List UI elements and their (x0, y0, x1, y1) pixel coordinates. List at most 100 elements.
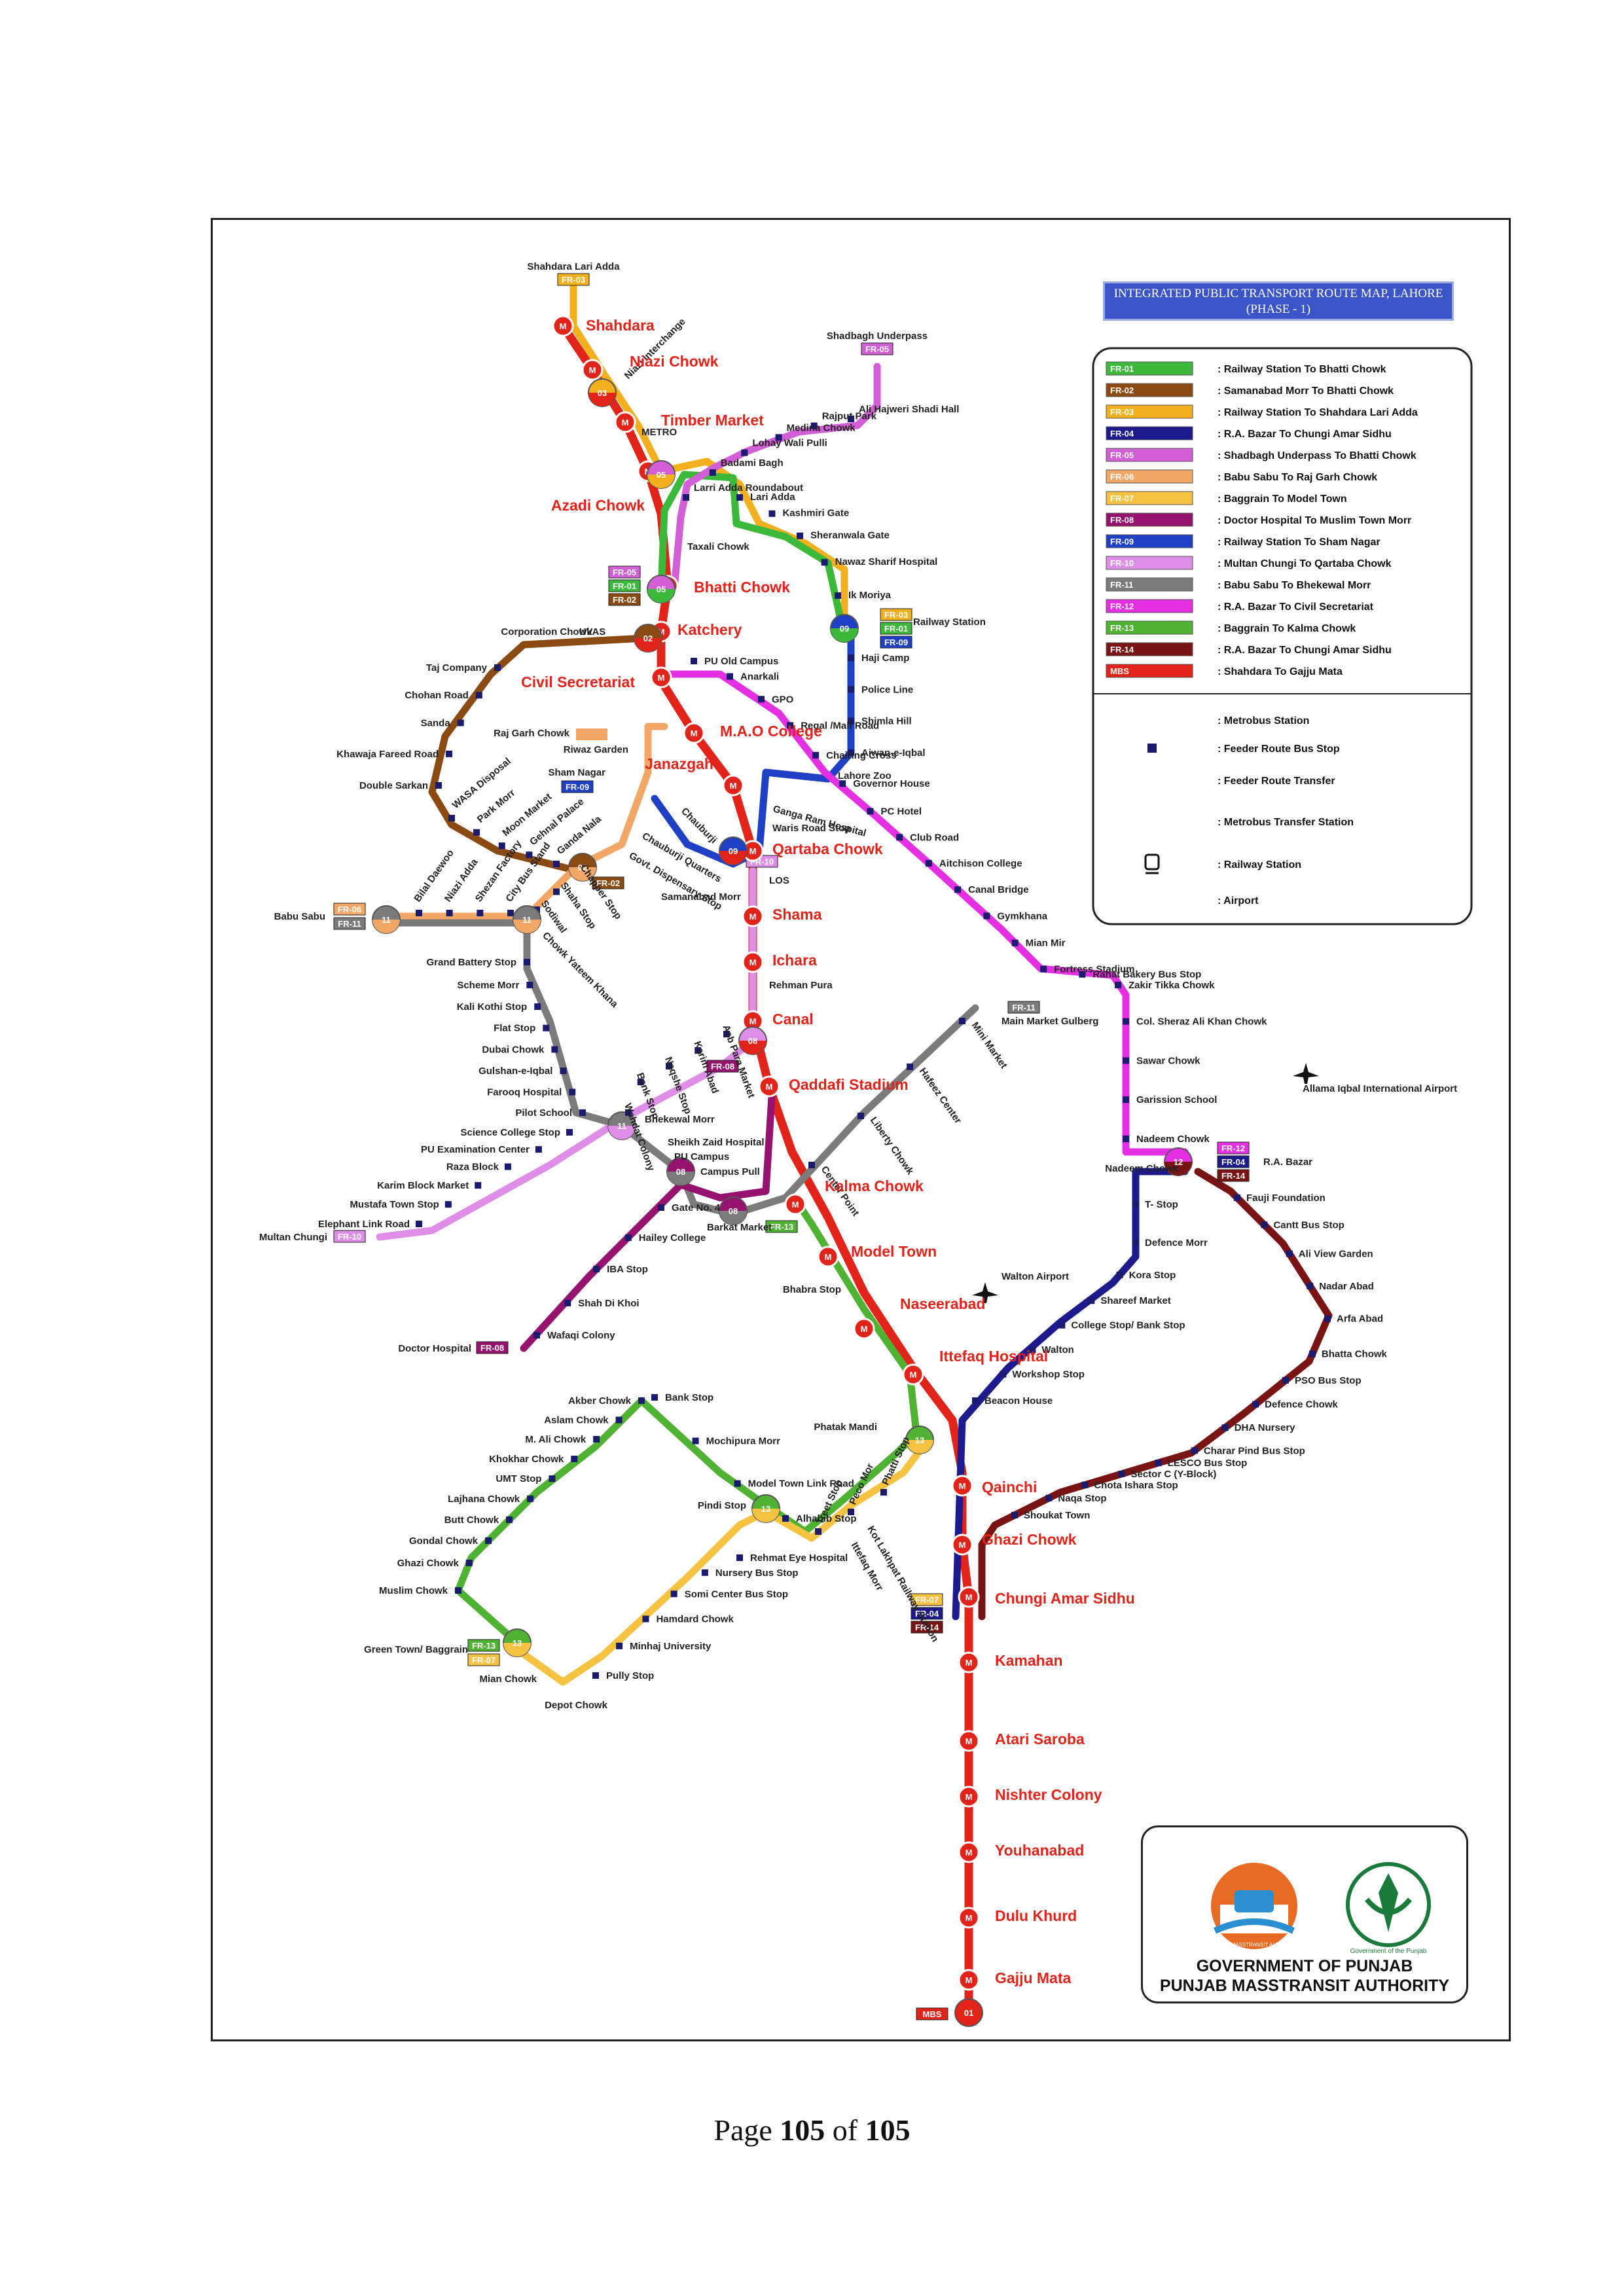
stop-label: Arfa Abad (1337, 1314, 1383, 1325)
transfer-marker-half (647, 589, 675, 603)
legend-route-code: FR-03 (1110, 407, 1134, 417)
stop-label: METRO (641, 427, 677, 438)
transfer-marker-half (608, 1126, 636, 1139)
stop-label: Walton (1041, 1344, 1074, 1355)
feeder-stop-marker (835, 592, 841, 599)
feeder-stop-marker (485, 1537, 492, 1544)
fr03-terminal-tag (557, 273, 590, 286)
stop-label: Rahat Bakery Bus Stop (1092, 969, 1201, 980)
feeder-stop-marker (1234, 1194, 1240, 1201)
metrobus-station-marker (958, 1730, 980, 1752)
fr09-terminal-tag (561, 780, 594, 793)
feeder-stop-marker (507, 910, 514, 916)
stop-label: Hailey College (639, 1232, 706, 1244)
stop-label: Railway Station (913, 617, 986, 628)
metrobus-station-label: Atari Saroba (995, 1731, 1085, 1748)
metrobus-station-marker (552, 315, 574, 337)
fr01-rail-tag (880, 622, 912, 635)
stop-label: Naqa Stop (1058, 1493, 1106, 1504)
stop-label: Regal /Mall Road (801, 720, 879, 731)
feeder-stop-marker (1040, 965, 1047, 973)
feeder-stop-marker (1132, 1239, 1139, 1246)
feeder-stop-marker (959, 1018, 965, 1024)
stop-label: Phatak Mandi (814, 1422, 877, 1433)
feeder-stop-marker (446, 910, 453, 916)
feeder-stop-marker (1308, 1350, 1316, 1357)
metrobus-station-label: Kamahan (995, 1652, 1063, 1669)
stop-label: Depot Chowk (545, 1700, 607, 1711)
metrobus-station-letter: M (622, 418, 629, 427)
feeder-stop-marker (533, 1332, 540, 1338)
feeder-stop-marker (616, 1642, 623, 1649)
metrobus-station-label: Shama (772, 906, 822, 923)
feeder-stop-marker (473, 829, 480, 836)
legend-route-name: : Railway Station To Sham Nagar (1218, 537, 1380, 548)
stop-label: Gulshan-e-Iqbal (478, 1066, 552, 1077)
stop-label: Sodiwal (539, 899, 569, 935)
route-tag-label: FR-03 (884, 610, 908, 620)
stop-label: Double Sarkan (359, 780, 428, 791)
feeder-stop-marker (736, 1554, 743, 1561)
metrobus-station-marker (742, 951, 764, 973)
metrobus-station-letter: M (792, 1200, 799, 1210)
route-tag-label: FR-08 (711, 1062, 734, 1071)
bhatti-fr01-tag (608, 579, 641, 592)
stop-label: Charar Pind Bus Stop (1204, 1445, 1305, 1456)
stop-label: Taxali Chowk (687, 541, 749, 552)
feeder-stop-marker (1155, 1460, 1162, 1467)
fr14-line (978, 1168, 1333, 1621)
transfer-marker-half (719, 1211, 747, 1225)
metrobus-station-label: Civil Secretariat (521, 673, 635, 691)
legend-route-name: : Samanabad Morr To Bhatti Chowk (1218, 386, 1394, 397)
stop-label: Bhatta Chowk (1322, 1349, 1388, 1360)
metrobus-station-marker (650, 666, 672, 689)
transfer-number: 02 (578, 863, 587, 872)
metrobus-station-marker (853, 1318, 875, 1340)
feeder-stop-marker (857, 1112, 865, 1119)
stop-label: Club Road (910, 832, 959, 843)
route-tag-label: FR-11 (1012, 1003, 1035, 1013)
metrobus-station-letter: M (749, 846, 757, 856)
feeder-stop-marker (1132, 1201, 1139, 1208)
stop-label: Mustafa Town Stop (350, 1199, 439, 1210)
feeder-stop-marker (810, 422, 818, 429)
feeder-stop-marker (553, 888, 560, 895)
feeder-stop-marker (593, 1265, 600, 1272)
legend-route-name: : Shahdara To Gajju Mata (1218, 666, 1343, 677)
stop-label: Aitchison College (939, 858, 1022, 869)
feeder-stop-marker (506, 1516, 513, 1523)
legend-swatch (1106, 556, 1193, 570)
legend-symbol-label: : Feeder Route Transfer (1218, 776, 1335, 787)
stop-label: Liberty Chowk (868, 1115, 916, 1177)
bhatti-fr02-tag (608, 593, 641, 606)
feeder-stop-marker (848, 655, 854, 661)
fr10-terminal-tag (333, 1230, 366, 1243)
transfer-marker-half (719, 851, 747, 865)
feeder-stop-marker (579, 1109, 586, 1116)
metrobus-station-letter: M (749, 912, 757, 922)
government-logo-box: PUNJAB MASSTRANSIT AUTHORITY Government … (1141, 1825, 1468, 2003)
feeder-stop-marker (1252, 1401, 1259, 1408)
legend-route-code: FR-05 (1110, 450, 1134, 460)
transfer-number: 01 (964, 2008, 973, 2018)
transfer-number: 08 (748, 1036, 757, 1046)
metrobus-station-marker (902, 1363, 924, 1386)
feeder-stop-marker (1011, 939, 1019, 946)
feeder-stop-marker (670, 1590, 677, 1598)
legend-swatch (1106, 577, 1193, 592)
stop-label: Bhekewal Morr (645, 1114, 715, 1125)
stop-label: Shah Di Khoi (578, 1298, 639, 1309)
stop-label: Science College Stop (460, 1127, 560, 1138)
stop-label: LOS (769, 875, 789, 886)
legend-swatch (1106, 404, 1193, 419)
stop-label: Rehmat Eye Hospital (750, 1552, 848, 1564)
feeder-stop-marker (1000, 1371, 1007, 1378)
metrobus-station-marker (722, 774, 744, 797)
fr07-baggrain-tag (467, 1653, 500, 1666)
stop-label: Sanda (421, 717, 451, 728)
stop-label: Chota Ishara Stop (1094, 1480, 1178, 1491)
stop-label: Beacon House (984, 1395, 1053, 1407)
feeder-stop-marker (615, 1416, 623, 1424)
feeder-stop-marker (867, 808, 874, 815)
stop-label: Nadeem Chowk (1105, 1163, 1178, 1174)
